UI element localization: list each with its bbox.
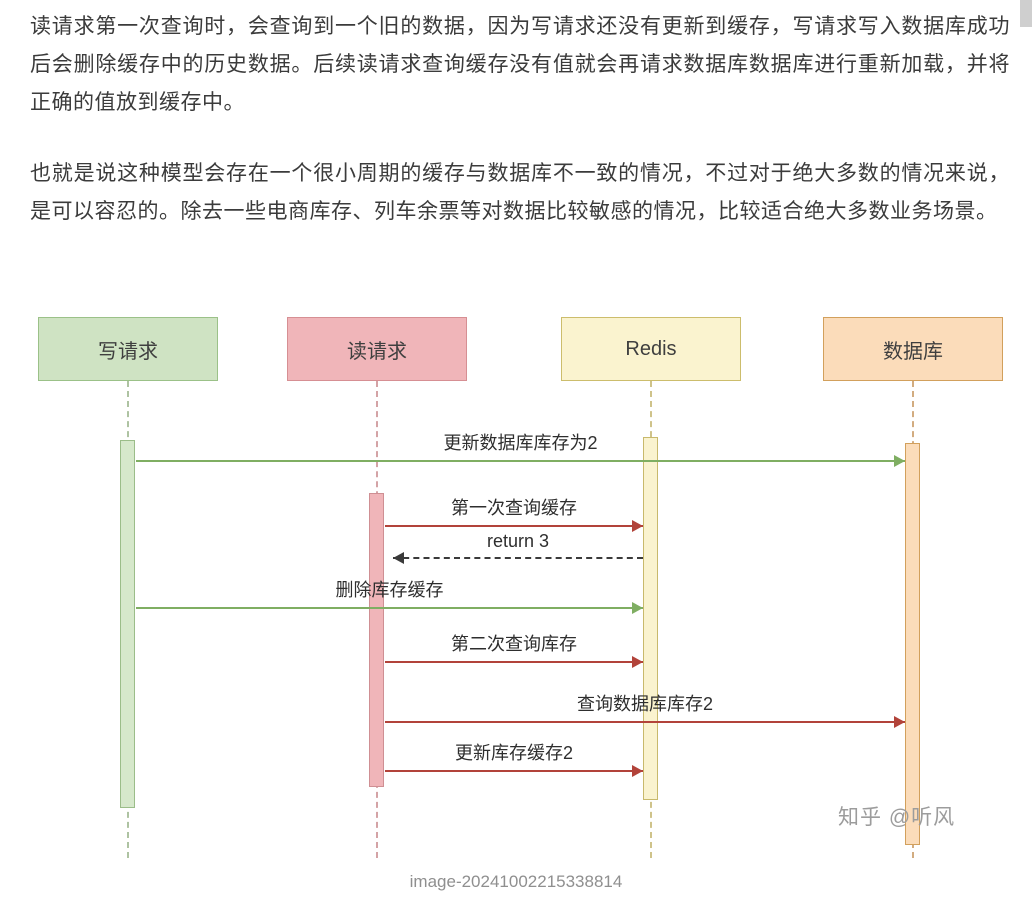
message-label: 删除库存缓存 [335,580,444,600]
message-line [136,460,905,462]
paragraph-cache-reload: 读请求第一次查询时，会查询到一个旧的数据，因为写请求还没有更新到缓存，写请求写入… [30,15,1010,114]
message-update-stock-cache: 更新库存缓存2 [385,743,643,777]
arrowhead-right-icon [632,765,643,777]
activation-bar-write-request [120,440,135,808]
message-delete-stock-cache: 删除库存缓存 [136,580,643,614]
actor-write-request: 写请求 [38,317,218,381]
arrowhead-right-icon [894,716,905,728]
message-line [136,607,643,609]
actor-database: 数据库 [823,317,1003,381]
message-label: 第一次查询缓存 [451,498,577,518]
arrowhead-left-icon [393,552,404,564]
message-label: return 3 [486,531,550,551]
arrowhead-right-icon [894,455,905,467]
message-line [385,721,905,723]
paragraph-consistency-note: 也就是说这种模型会存在一个很小周期的缓存与数据库不一致的情况，不过对于绝大多数的… [30,162,1010,223]
activation-bar-redis [643,437,658,800]
message-label: 更新数据库库存为2 [443,433,598,453]
arrowhead-right-icon [632,656,643,668]
activation-bar-database [905,443,920,845]
watermark: 知乎 @听风 [838,806,956,829]
message-second-query-stock: 第二次查询库存 [385,634,643,668]
message-first-query-cache: 第一次查询缓存 [385,498,643,532]
actor-read-request: 读请求 [287,317,467,381]
image-caption: image-20241002215338814 [409,872,623,891]
message-label: 查询数据库库存2 [576,694,713,714]
activation-bar-read-request [369,493,384,787]
message-query-database-stock: 查询数据库库存2 [385,694,905,728]
message-label: 第二次查询库存 [451,634,577,654]
message-label: 更新库存缓存2 [454,743,573,763]
message-line [385,770,643,772]
scrollbar-thumb[interactable] [1020,0,1032,27]
message-return-3: return 3 [393,531,643,564]
message-update-database-stock: 更新数据库库存为2 [136,433,905,467]
message-line [385,525,643,527]
arrowhead-right-icon [632,602,643,614]
message-line [393,557,643,559]
message-line [385,661,643,663]
arrowhead-right-icon [632,520,643,532]
actor-redis: Redis [561,317,741,381]
